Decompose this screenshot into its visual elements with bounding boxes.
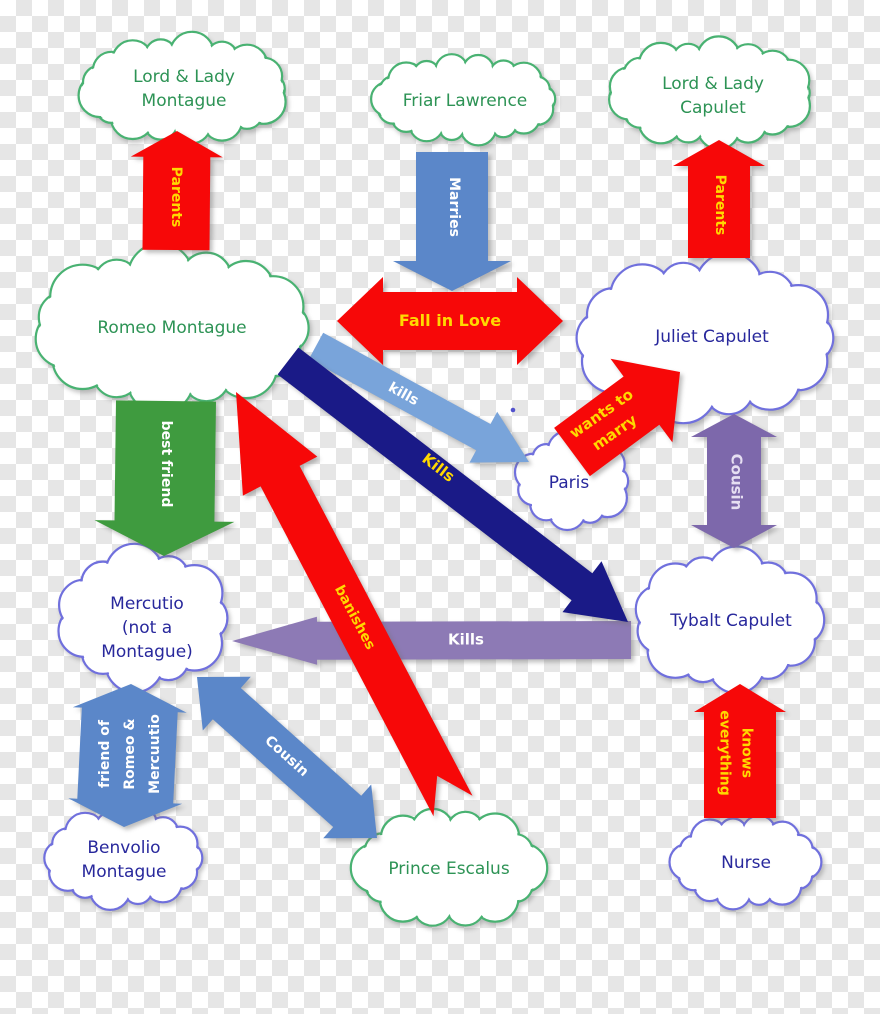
arrow-kills-paris — [308, 332, 529, 463]
cloud-prince-escalus — [349, 807, 549, 927]
arrow-cousin-mercutio-escalus — [197, 676, 377, 839]
arrow-friend-of-romeo-mercutio — [68, 684, 187, 827]
arrow-wants-to-marry — [554, 358, 680, 477]
arrow-parents-right — [673, 140, 765, 258]
cloud-friar-lawrence — [370, 53, 557, 147]
cloud-lord-lady-capulet — [607, 35, 812, 151]
arrow-parents-left — [130, 131, 223, 251]
arrow-banishes — [236, 392, 473, 817]
arrow-knows-everything — [694, 684, 786, 818]
arrow-cousin-juliet-tybalt — [691, 414, 777, 548]
cloud-lord-lady-montague — [77, 30, 287, 145]
arrow-marries — [393, 152, 511, 291]
arrow-fall-in-love — [337, 277, 563, 365]
cloud-tybalt — [634, 545, 826, 695]
arrow-best-friend — [94, 400, 235, 556]
arrow-kills-mercutio — [232, 616, 631, 665]
arrows-layer — [68, 131, 786, 839]
arrow-kills-tybalt — [277, 347, 628, 622]
cloud-romeo — [34, 242, 310, 415]
cloud-nurse — [668, 814, 823, 911]
cloud-mercutio — [57, 542, 229, 694]
stray-ink-dot — [510, 407, 516, 413]
